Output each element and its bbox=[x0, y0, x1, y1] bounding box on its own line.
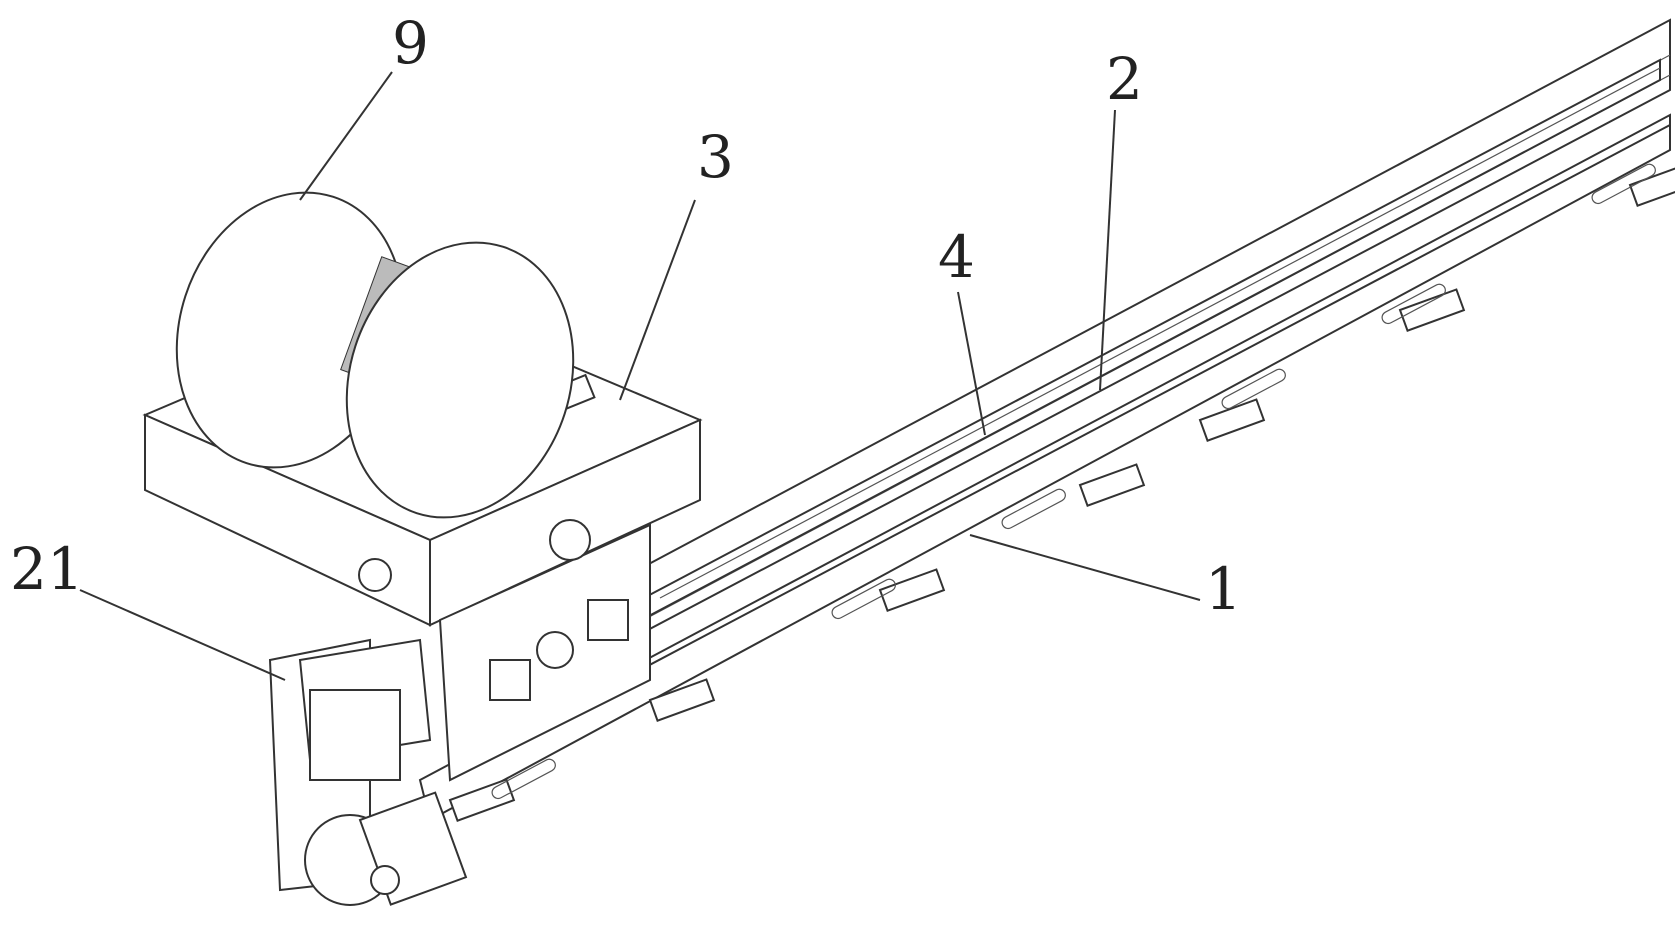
guide-rail bbox=[640, 60, 1660, 618]
mounting-foot bbox=[1400, 289, 1464, 330]
label-3: 3 bbox=[697, 128, 734, 186]
label-2: 2 bbox=[1106, 50, 1143, 108]
label-9: 9 bbox=[392, 14, 429, 72]
mounting-foot bbox=[880, 569, 944, 610]
mounting-foot bbox=[1200, 399, 1264, 440]
label-1: 1 bbox=[1205, 560, 1242, 618]
label-21: 21 bbox=[10, 540, 84, 598]
label-4: 4 bbox=[938, 228, 975, 286]
mounting-foot bbox=[1080, 464, 1144, 505]
